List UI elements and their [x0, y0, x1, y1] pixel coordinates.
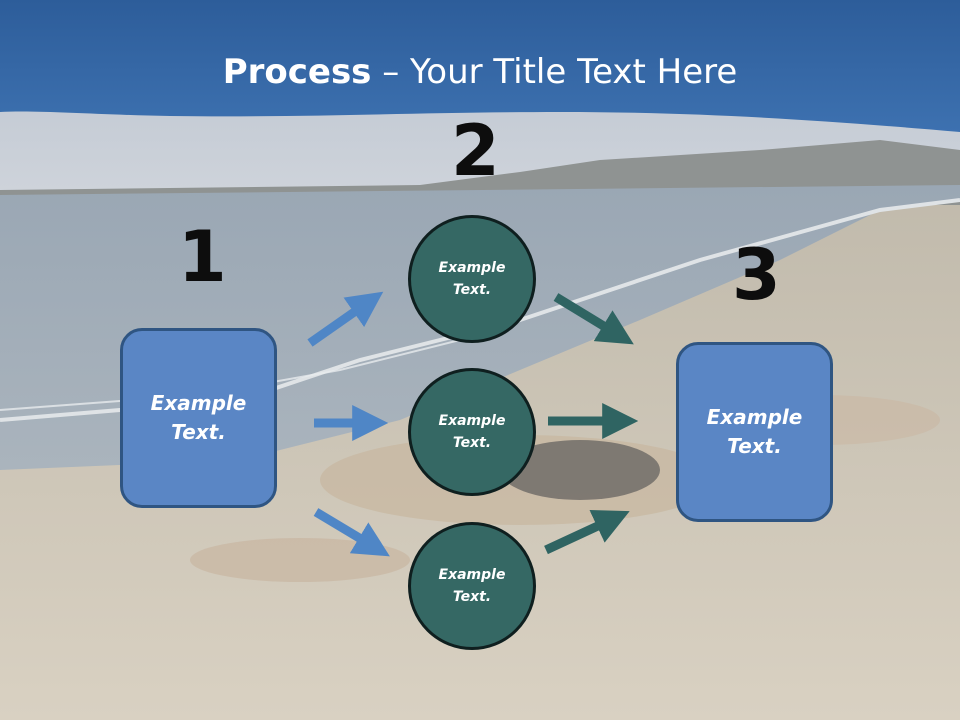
circle-bottom-line2: Text.: [452, 589, 492, 605]
arrow-from-top-circle: [553, 293, 634, 345]
title-rest: – Your Title Text Here: [371, 52, 738, 92]
circle-middle-line1: Example: [438, 412, 506, 429]
circle-top-line2: Text.: [452, 282, 492, 298]
step-number-3: 3: [732, 234, 781, 316]
title-bold: Process: [222, 52, 372, 92]
step-1-box-line1: Example: [150, 391, 247, 415]
circle-top-line1: Example: [438, 259, 506, 276]
step-number-2: 2: [451, 110, 500, 192]
arrow-from-bottom-circle: [544, 510, 630, 555]
circle-bottom-line1: Example: [438, 566, 506, 583]
arrow-to-top-circle: [307, 291, 384, 347]
step-number-1: 1: [178, 216, 227, 298]
arrow-to-bottom-circle: [313, 508, 390, 557]
slide-title: Process – Your Title Text Here: [0, 52, 960, 92]
step-3-box-line1: Example: [706, 405, 803, 429]
step-3-box-line2: Text.: [727, 434, 782, 458]
step-1-box-line2: Text.: [171, 420, 226, 444]
circle-middle-line2: Text.: [452, 435, 492, 451]
